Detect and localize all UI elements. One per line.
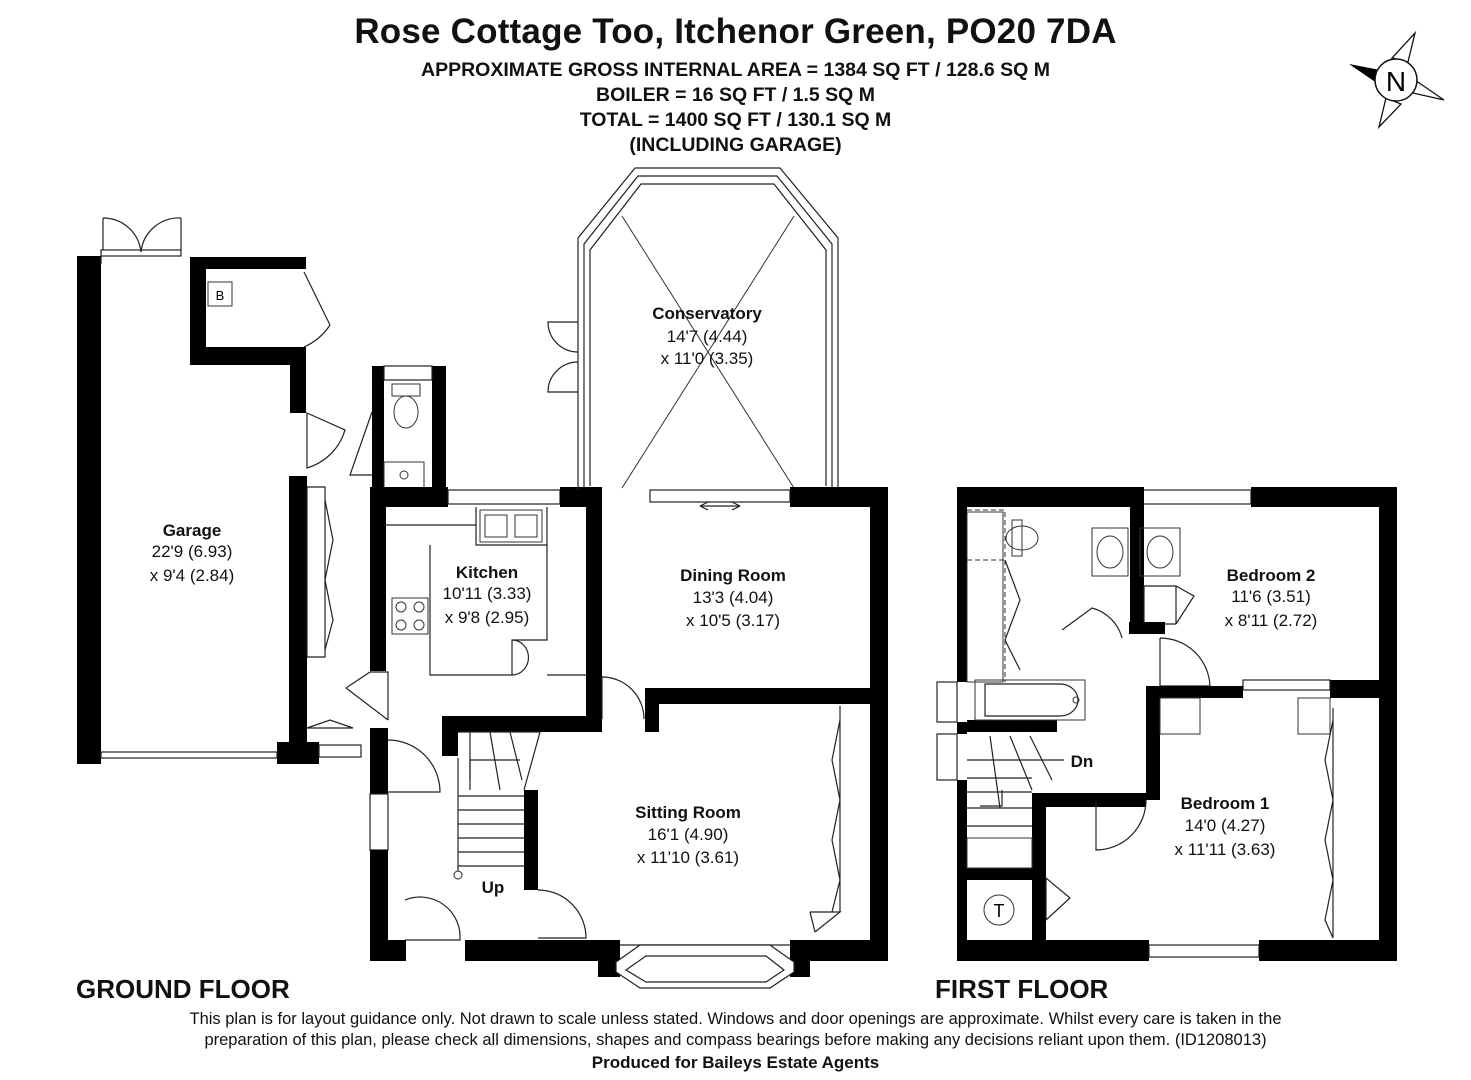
disclaimer-line-2: preparation of this plan, please check a… [204,1031,1267,1049]
kitchen-name: Kitchen [456,563,518,582]
conservatory-dim1: 14'7 (4.44) [667,327,748,346]
kitchen-dim1: 10'11 (3.33) [443,584,532,603]
utility-corridor [289,412,362,764]
first-floor-label: FIRST FLOOR [935,974,1109,1004]
gross-area-line: APPROXIMATE GROSS INTERNAL AREA = 1384 S… [420,59,1051,81]
kitchen-dim2: x 9'8 (2.95) [445,608,530,627]
produced-for-line: Produced for Baileys Estate Agents [591,1053,880,1072]
sitting-name: Sitting Room [635,803,741,822]
disclaimer-line-1: This plan is for layout guidance only. N… [189,1010,1282,1028]
conservatory-name: Conservatory [652,304,762,323]
bedroom1-dim2: x 11'11 (3.63) [1175,840,1276,859]
dining-name: Dining Room [680,566,786,585]
bedroom2-dim1: 11'6 (3.51) [1231,587,1310,606]
bedroom2-dim2: x 8'11 (2.72) [1225,611,1318,630]
conservatory-room: Conservatory 14'7 (4.44) x 11'0 (3.35) [547,167,839,490]
boiler-area-line: BOILER = 16 SQ FT / 1.5 SQ M [595,84,876,106]
including-garage-line: (INCLUDING GARAGE) [629,134,842,156]
bedroom1-name: Bedroom 1 [1181,794,1270,813]
bedroom-2: Bedroom 2 11'6 (3.51) x 8'11 (2.72) [1129,566,1397,698]
conservatory-dim2: x 11'0 (3.35) [661,349,754,368]
garage-room: Garage 22'9 (6.93) x 9'4 (2.84) [77,217,295,764]
bedroom-1: Bedroom 1 14'0 (4.27) x 11'11 (3.63) [1159,697,1334,939]
bedroom2-name: Bedroom 2 [1227,566,1316,585]
first-floor-walls [936,487,1397,961]
garage-name: Garage [163,521,222,540]
bedroom1-dim1: 14'0 (4.27) [1185,816,1266,835]
boiler-mark: B [216,288,225,303]
garage-dim2: x 9'4 (2.84) [150,566,235,585]
stairs-down-label: Dn [1071,752,1094,771]
hallway: Up [345,671,605,961]
sitting-dim1: 16'1 (4.90) [648,825,729,844]
kitchen-room: Kitchen 10'11 (3.33) x 9'8 (2.95) [370,487,602,732]
total-area-line: TOTAL = 1400 SQ FT / 130.1 SQ M [579,109,892,131]
compass-icon: N [1349,30,1445,130]
landing-stairs: T Dn [966,686,1160,940]
boiler-cupboard: B [190,257,331,413]
dining-room: Dining Room 13'3 (4.04) x 10'5 (3.17) [601,487,888,961]
dining-dim1: 13'3 (4.04) [693,588,774,607]
sitting-dim2: x 11'10 (3.61) [637,848,739,867]
dining-dim2: x 10'5 (3.17) [686,611,780,630]
sitting-room: Sitting Room 16'1 (4.90) x 11'10 (3.61) [598,706,870,989]
ground-floor-label: GROUND FLOOR [76,974,290,1004]
wc-room [349,365,446,492]
plan-title: Rose Cottage Too, Itchenor Green, PO20 7… [354,12,1117,51]
compass-letter: N [1386,66,1406,97]
tank-mark: T [994,901,1005,921]
stairs-up-label: Up [482,878,505,897]
bathroom [966,487,1211,732]
garage-dim1: 22'9 (6.93) [152,542,233,561]
